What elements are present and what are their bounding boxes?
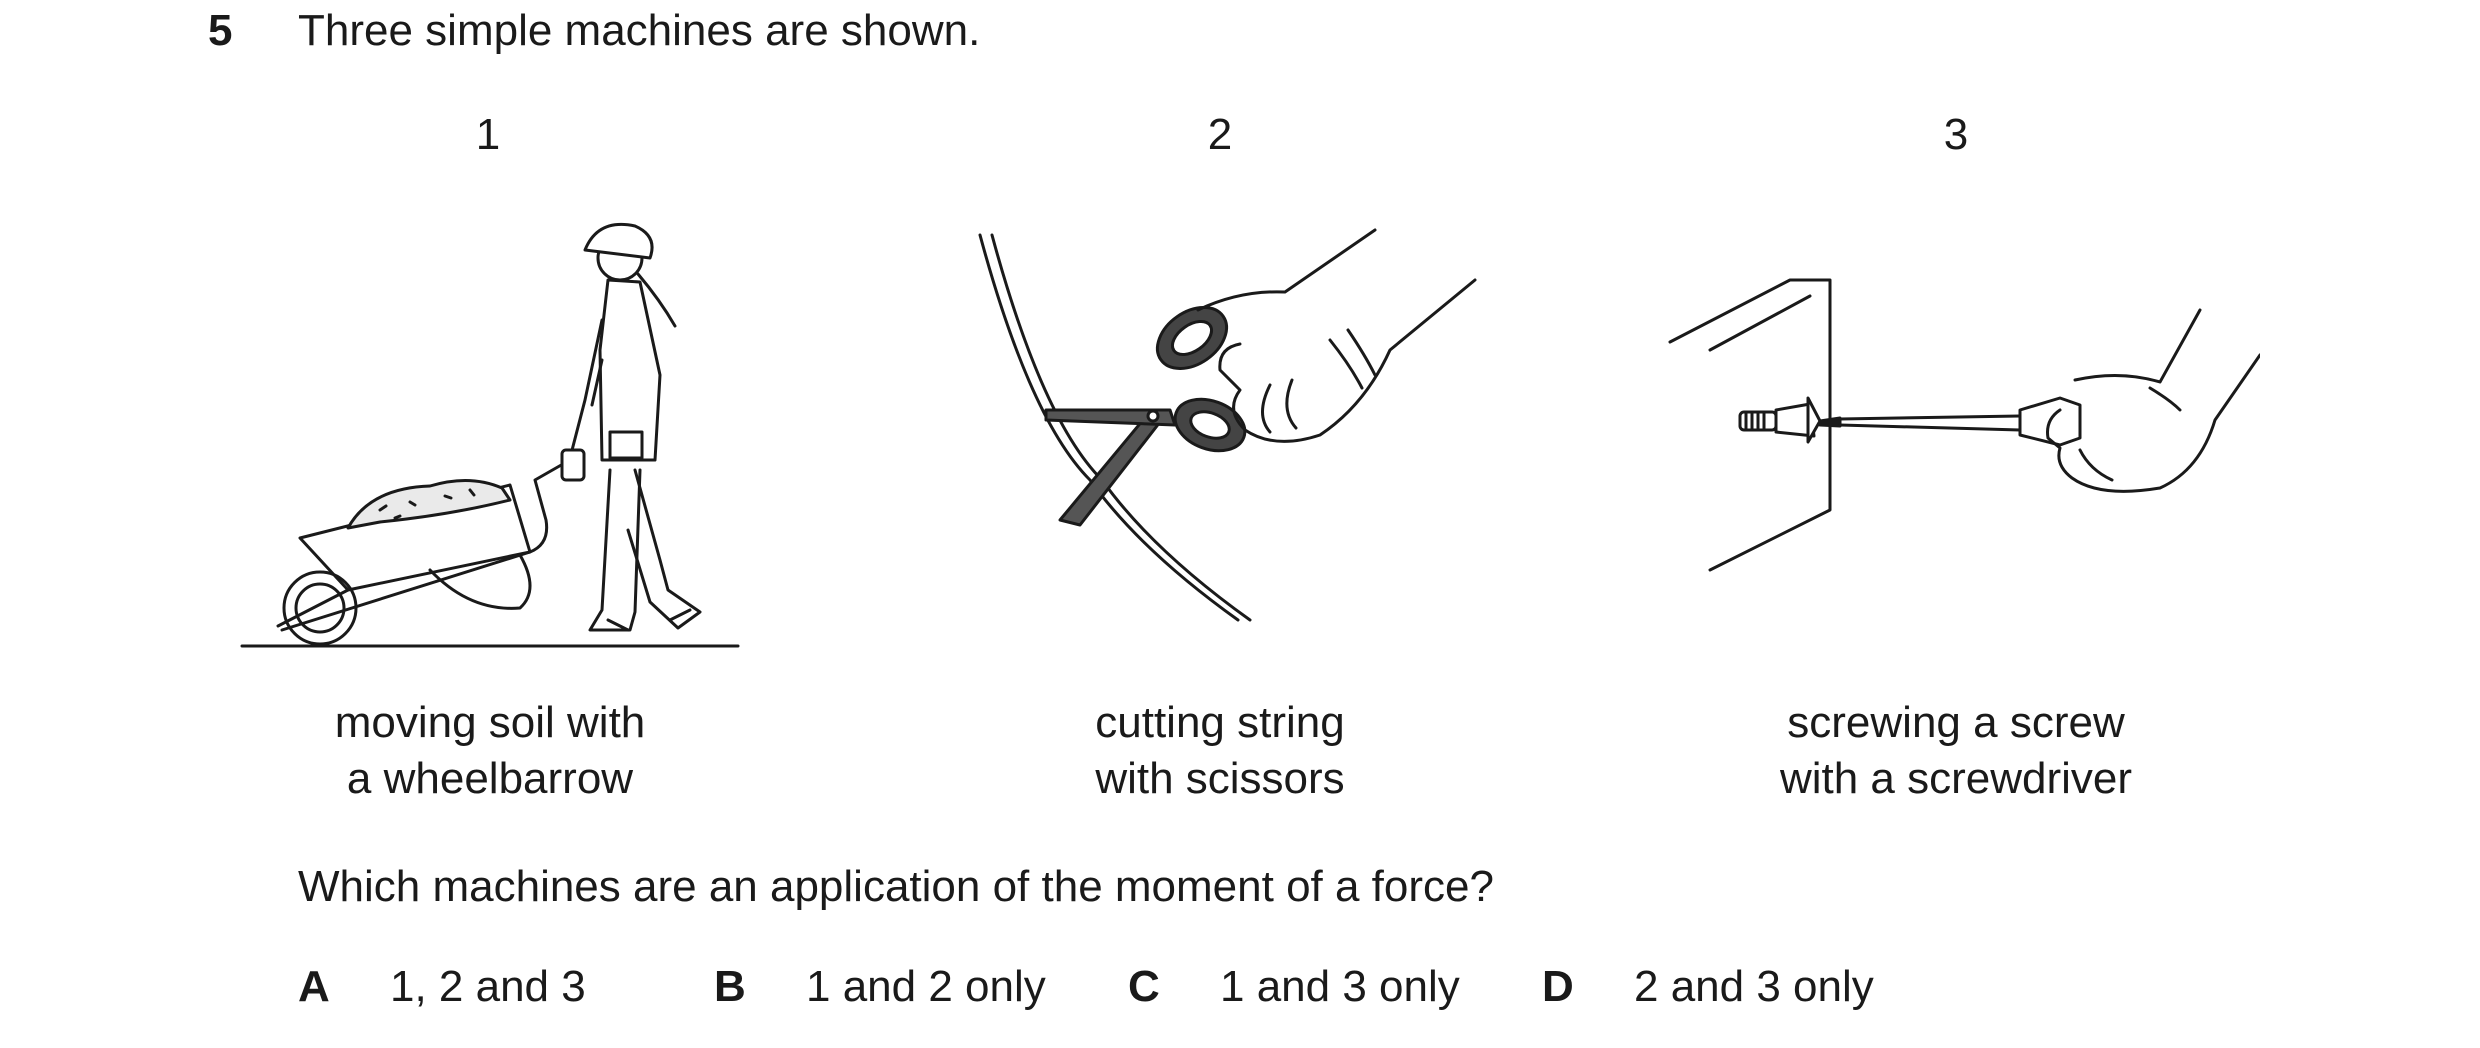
figure-1-caption-line: moving soil with xyxy=(334,698,646,747)
option-letter: C xyxy=(1128,962,1160,1011)
option-c[interactable]: C 1 and 3 only xyxy=(1128,962,1460,1012)
figure-2-caption-line: with scissors xyxy=(1095,754,1345,803)
figure-3-caption-line: with a screwdriver xyxy=(1779,754,2133,803)
figure-2-caption: cutting string with scissors xyxy=(940,695,1500,807)
worker-wheelbarrow-icon xyxy=(230,210,750,660)
figure-1-caption: moving soil with a wheelbarrow xyxy=(210,695,770,807)
question-intro: Three simple machines are shown. xyxy=(298,6,981,55)
figure-2-caption-line: cutting string xyxy=(1095,698,1345,747)
option-a[interactable]: A 1, 2 and 3 xyxy=(298,962,586,1012)
figure-3-number: 3 xyxy=(1943,110,1969,159)
option-text: 1 and 3 only xyxy=(1220,962,1460,1011)
question-number: 5 xyxy=(208,6,233,55)
option-letter: D xyxy=(1542,962,1574,1011)
figure-3-caption: screwing a screw with a screwdriver xyxy=(1676,695,2236,807)
option-letter: B xyxy=(714,962,746,1011)
figure-2-number: 2 xyxy=(1207,110,1233,159)
figure-3-caption-line: screwing a screw xyxy=(1787,698,2125,747)
option-letter: A xyxy=(298,962,330,1011)
figure-1-number: 1 xyxy=(475,110,501,159)
hand-screwdriver-icon xyxy=(1660,270,2260,590)
option-text: 2 and 3 only xyxy=(1634,962,1874,1011)
option-d[interactable]: D 2 and 3 only xyxy=(1542,962,1874,1012)
figure-1-caption-line: a wheelbarrow xyxy=(346,754,634,803)
option-text: 1, 2 and 3 xyxy=(390,962,586,1011)
option-b[interactable]: B 1 and 2 only xyxy=(714,962,1046,1012)
hand-scissors-icon xyxy=(970,220,1490,640)
question-prompt: Which machines are an application of the… xyxy=(298,862,1494,911)
option-text: 1 and 2 only xyxy=(806,962,1046,1011)
